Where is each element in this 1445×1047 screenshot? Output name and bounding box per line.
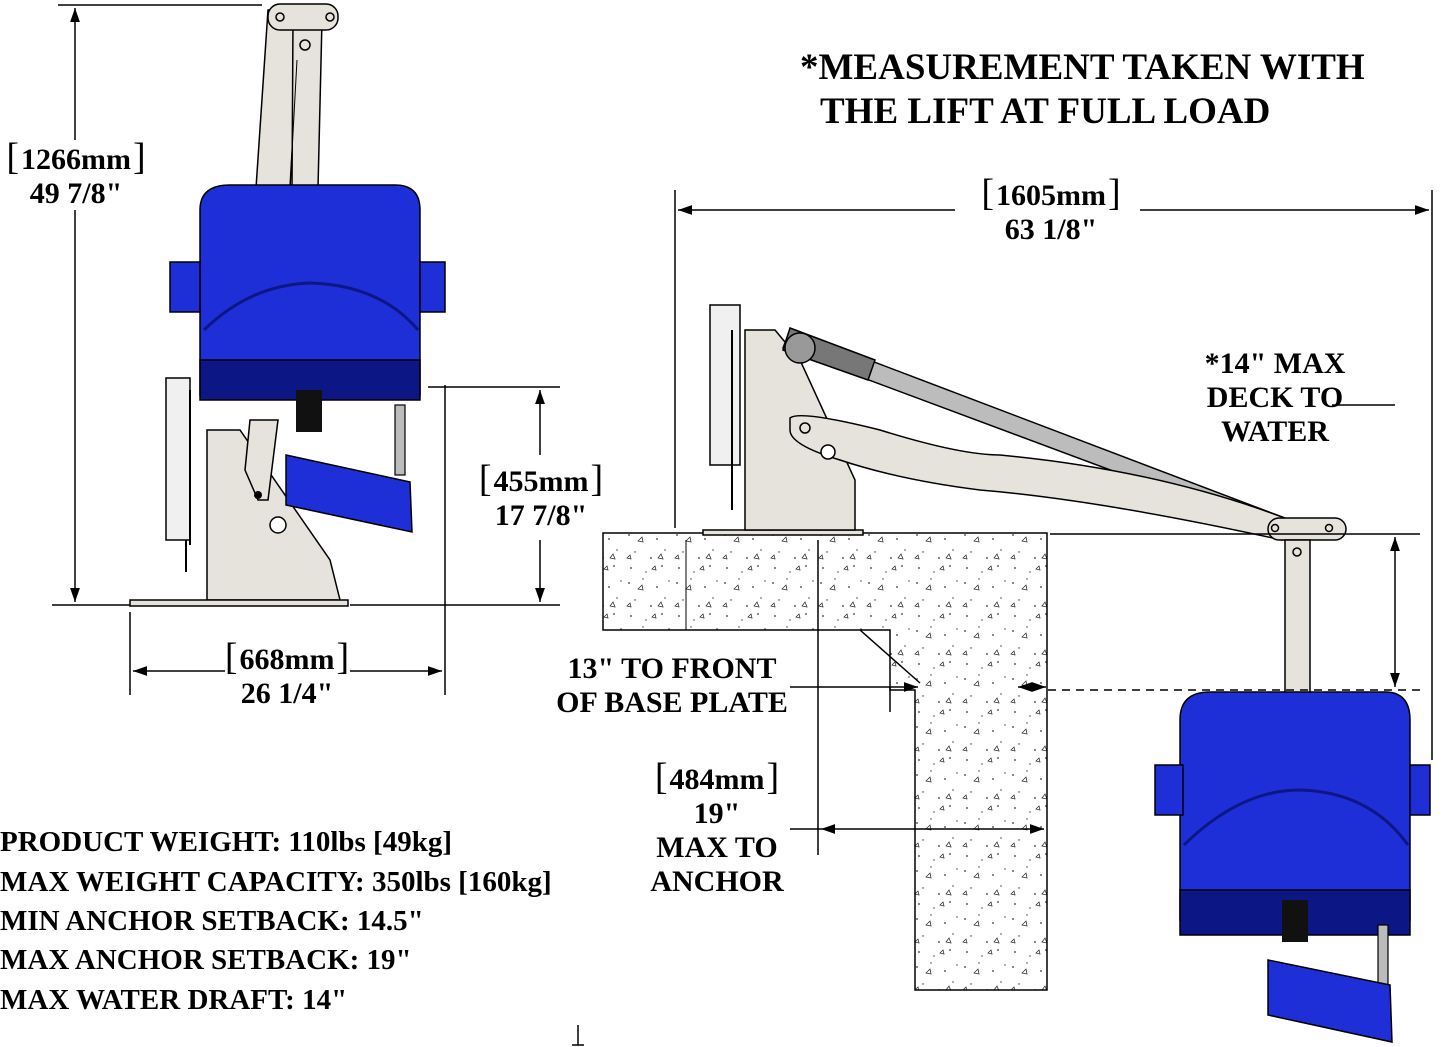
spec-product-weight: PRODUCT WEIGHT: 110lbs [49kg] [0,826,452,858]
reach-mm: 1605mm [976,176,1126,213]
front-line1: 13" TO FRONT [567,652,777,685]
width-dimension-label: 668mm 26 1/4" [212,640,362,711]
deck-line3: WATER [1221,415,1329,448]
anchor-in: 19" [693,797,741,830]
spec-max-capacity: MAX WEIGHT CAPACITY: 350lbs [160kg] [0,866,552,898]
deck-line2: DECK TO [1206,381,1344,414]
front-of-base-plate-label: 13" TO FRONT OF BASE PLATE [532,652,812,720]
deck-line1: *14" MAX [1204,347,1346,380]
anchor-line4: ANCHOR [650,865,784,898]
reach-dimension-label: 1605mm 63 1/8" [976,176,1126,247]
seat-dimension-label: 455mm 17 7/8" [468,462,614,533]
front-line2: OF BASE PLATE [556,686,788,719]
seat-in: 17 7/8" [494,499,588,532]
anchor-dimension-label: 484mm 19" MAX TO ANCHOR [642,760,792,899]
measurement-note: *MEASUREMENT TAKEN WITH THE LIFT AT FULL… [800,46,1365,134]
anchor-mm: 484mm [642,760,792,797]
front-view-lift [129,3,446,607]
spec-max-draft: MAX WATER DRAFT: 14" [0,984,348,1016]
side-view-dimensions [572,190,1433,1046]
side-view-lift [702,304,1431,1043]
spec-min-anchor: MIN ANCHOR SETBACK: 14.5" [0,905,424,937]
measurement-note-line1: *MEASUREMENT TAKEN WITH [800,47,1365,88]
height-mm: 1266mm [0,140,152,177]
measurement-note-line2: THE LIFT AT FULL LOAD [820,91,1271,132]
spec-max-anchor: MAX ANCHOR SETBACK: 19" [0,944,412,976]
anchor-line3: MAX TO [656,831,778,864]
height-dimension-label: 1266mm 49 7/8" [0,140,152,211]
seat-mm: 455mm [468,462,614,499]
deck-to-water-label: *14" MAX DECK TO WATER [1190,347,1360,449]
width-in: 26 1/4" [240,677,334,710]
height-in: 49 7/8" [29,177,123,210]
front-view-dimensions [52,4,560,695]
reach-in: 63 1/8" [1004,213,1098,246]
width-mm: 668mm [212,640,362,677]
